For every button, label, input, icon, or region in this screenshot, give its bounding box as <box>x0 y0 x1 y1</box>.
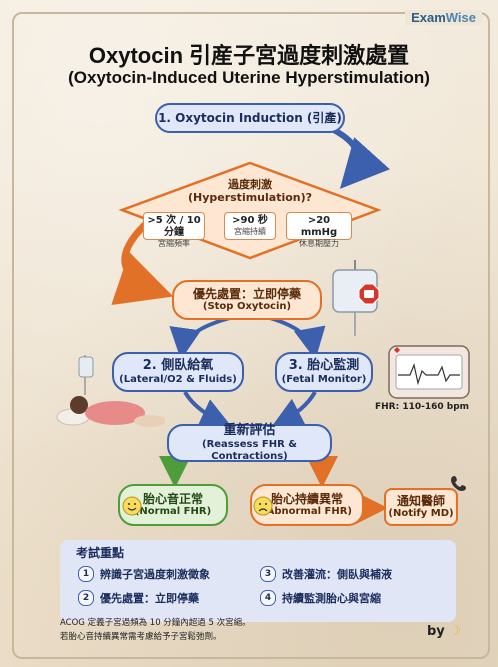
exam-point-3-text: 改善灌流：側臥與補液 <box>282 568 392 581</box>
arrow-stop-to-lateral <box>169 316 231 360</box>
node-decision: 過度刺激 (Hyperstimulation)? <box>170 172 330 210</box>
decision-diamond <box>118 161 382 260</box>
exam-point-1: 1 辨識子宮過度刺激徵象 <box>78 566 210 582</box>
criterion-duration: >90 秒 宮縮持續 <box>224 212 276 240</box>
normal-zh: 胎心音正常 <box>142 491 203 506</box>
stop-zh: 優先處置：立即停藥 <box>192 286 301 301</box>
node-induction: 1. Oxytocin Induction (引產) <box>155 103 345 133</box>
notify-en: (Notify MD) <box>388 508 454 520</box>
exam-point-3: 3 改善灌流：側臥與補液 <box>260 566 392 582</box>
phone-icon <box>451 476 466 491</box>
exam-point-2: 2 優先處置：立即停藥 <box>78 590 199 606</box>
iv-bag-stop-icon <box>332 260 380 336</box>
arrow-decision-to-stop <box>111 217 174 306</box>
node-notify-md: 通知醫師 (Notify MD) <box>384 488 458 526</box>
arrow-stop-to-monitor <box>269 316 326 360</box>
exam-point-4-text: 持續監測胎心與宮縮 <box>282 592 381 605</box>
exam-point-1-text: 辨識子宮過度刺激徵象 <box>100 568 210 581</box>
node-monitor: 3. 胎心監測 (Fetal Monitor) <box>275 352 373 392</box>
criterion-duration-sub: 宮縮持續 <box>234 227 266 236</box>
byline: by ☽ <box>427 624 461 639</box>
fhr-range-label: FHR: 110-160 bpm <box>375 402 470 412</box>
exam-point-4-number: 4 <box>260 590 276 606</box>
criterion-duration-main: >90 秒 <box>232 215 268 226</box>
arrow-monitor-to-reassess <box>270 390 317 428</box>
reassess-zh: 重新評估 <box>223 423 276 439</box>
abnormal-zh: 胎心持續異常 <box>270 491 343 506</box>
brand-logo: ExamWise <box>405 10 482 25</box>
banana-icon: ☽ <box>449 624 461 639</box>
monitor-zh: 3. 胎心監測 <box>288 358 360 374</box>
node-lateral: 2. 側臥給氧 (Lateral/O2 & Fluids) <box>112 352 244 392</box>
worried-face-icon <box>253 496 273 516</box>
brand-part1: Exam <box>411 10 446 25</box>
criterion-frequency: >5 次 / 10分鐘 宮縮頻率 <box>143 212 205 248</box>
lateral-zh: 2. 側臥給氧 <box>142 358 214 374</box>
patient-lying-icon <box>56 355 165 427</box>
node-reassess: 重新評估 (Reassess FHR & Contractions) <box>167 423 332 462</box>
criterion-frequency-sub: 宮縮頻率 <box>158 239 190 248</box>
decision-zh: 過度刺激 <box>228 177 272 191</box>
arrow-lateral-to-reassess <box>183 390 233 429</box>
decision-en: (Hyperstimulation)? <box>187 191 313 204</box>
page-frame <box>12 12 490 659</box>
stop-en: (Stop Oxytocin) <box>202 301 292 313</box>
arrow-induction-to-decision <box>328 125 390 189</box>
byline-text: by <box>427 624 445 639</box>
criterion-pressure-main: >20 mmHg <box>300 215 338 238</box>
brand-part2: Wise <box>445 10 476 25</box>
fetal-monitor-icon <box>388 345 470 399</box>
smile-icon <box>122 496 142 516</box>
exam-point-1-number: 1 <box>78 566 94 582</box>
page-subtitle: (Oxytocin-Induced Uterine Hyperstimulati… <box>68 68 430 87</box>
footnote-line-1: ACOG 定義子宮過頻為 10 分鐘內超過 5 次宮縮。 <box>60 618 251 628</box>
exam-point-2-number: 2 <box>78 590 94 606</box>
criterion-pressure: >20 mmHg 休息期壓力 <box>286 212 352 248</box>
criterion-pressure-sub: 休息期壓力 <box>299 239 339 248</box>
notify-zh: 通知醫師 <box>396 493 445 508</box>
exam-point-3-number: 3 <box>260 566 276 582</box>
page-title: Oxytocin 引産子宮過度刺激處置 <box>88 43 410 68</box>
node-stop-oxytocin: 優先處置：立即停藥 (Stop Oxytocin) <box>172 280 322 320</box>
exam-key-points: 考試重點 1 辨識子宮過度刺激徵象 2 優先處置：立即停藥 3 改善灌流：側臥與… <box>60 540 456 622</box>
normal-en: (Normal FHR) <box>134 506 212 518</box>
monitor-en: (Fetal Monitor) <box>281 373 367 385</box>
node-induction-label: 1. Oxytocin Induction (引產) <box>158 110 342 125</box>
abnormal-en: (Abnormal FHR) <box>262 506 352 518</box>
criterion-frequency-main: >5 次 / 10分鐘 <box>147 215 201 238</box>
exam-point-4: 4 持續監測胎心與宮縮 <box>260 590 381 606</box>
footnote-line-2: 若胎心音持續異常需考慮給予子宮鬆弛劑。 <box>60 632 222 642</box>
lateral-en: (Lateral/O2 & Fluids) <box>119 373 237 385</box>
exam-point-2-text: 優先處置：立即停藥 <box>100 592 199 605</box>
reassess-en: (Reassess FHR & Contractions) <box>202 438 297 462</box>
exam-title: 考試重點 <box>76 546 125 560</box>
